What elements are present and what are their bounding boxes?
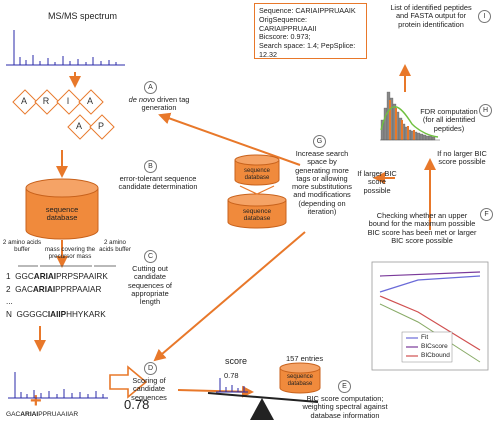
- step-b-text: error-tolerant sequence candidate determ…: [118, 174, 198, 192]
- tag-letter: R: [42, 96, 50, 106]
- step-b-marker: B: [144, 160, 157, 173]
- legend-bicbound: BICbound: [421, 352, 450, 359]
- tag-letter: A: [86, 96, 93, 106]
- step-g-marker: G: [313, 135, 326, 148]
- candidate-row: ...: [6, 297, 13, 306]
- tag-letter: A: [75, 121, 82, 131]
- step-d-text: Scoring of candidate sequences: [131, 376, 167, 402]
- result-info-box: Sequence: CARIAIPPRUAAIK OrigSequence: C…: [254, 3, 367, 59]
- tag-letter: A: [20, 96, 27, 106]
- small-database-label: sequence database: [243, 168, 271, 181]
- scored-sequence: GACARIAIPPRUAAIIAR: [6, 411, 79, 418]
- spectrum-title: MS/MS spectrum: [48, 11, 118, 21]
- info-line: Bicscore: 0.973;: [259, 32, 311, 42]
- tag-letter: I: [66, 96, 70, 106]
- buffer-left-label: 2 amino acids buffer: [2, 239, 42, 253]
- if-no-larger-label: If no larger BIC score possible: [437, 149, 487, 167]
- small-database-label: sequence database: [242, 208, 272, 223]
- legend-bicscore: BICscore: [421, 343, 448, 350]
- info-line: Sequence: CARIAIPPRUAAIK: [259, 6, 356, 15]
- step-f-text: Checking whether an upper bound for the …: [367, 211, 477, 245]
- step-i-marker: I: [478, 10, 491, 23]
- entries-label: 157 entries: [286, 354, 324, 363]
- svg-text:+: +: [30, 390, 42, 412]
- info-line: OrigSequence: CARIAIPPRUAAII: [259, 14, 317, 33]
- database-label: sequence database: [45, 205, 79, 223]
- small-database-label: sequence database: [286, 374, 314, 387]
- step-h-marker: H: [479, 104, 492, 117]
- step-c-marker: C: [144, 250, 157, 263]
- precursor-label: mass covering the precursor mass: [44, 246, 96, 260]
- candidate-row: N GGGGCIAIIPHHYKARK: [6, 310, 106, 319]
- score-label: score: [225, 356, 248, 366]
- step-f-marker: F: [480, 208, 493, 221]
- step-c-text: Cutting out candidate sequences of appro…: [128, 264, 172, 307]
- score-value: 0.78: [124, 397, 150, 412]
- candidate-row: 1 GGCARIAIPRPSPAAIRK: [6, 272, 108, 281]
- buffer-right-label: 2 amino acids buffer: [99, 239, 131, 253]
- step-d-marker: D: [144, 362, 157, 375]
- step-e-marker: E: [338, 380, 351, 393]
- score-small: 0.78: [224, 371, 239, 380]
- step-h-text: FDR computation (for all identified pept…: [420, 107, 478, 133]
- step-e-text: BIC score computation; weighting spectra…: [302, 394, 388, 420]
- legend-fit: Fit: [421, 334, 429, 341]
- info-line: Search space: 1.4; PepSplice: 12.32: [259, 41, 356, 59]
- candidate-row: 2 GACARIAIPPRPAAIAR: [6, 285, 102, 294]
- step-i-text: List of identified peptides and FASTA ou…: [390, 3, 472, 29]
- if-larger-label: If larger BIC score possible: [357, 169, 397, 195]
- tag-letter: P: [97, 121, 104, 131]
- step-a-text: de novo driven tag generation: [128, 95, 190, 113]
- step-g-text: Increase search space by generating more…: [292, 149, 352, 216]
- step-a-marker: A: [144, 81, 157, 94]
